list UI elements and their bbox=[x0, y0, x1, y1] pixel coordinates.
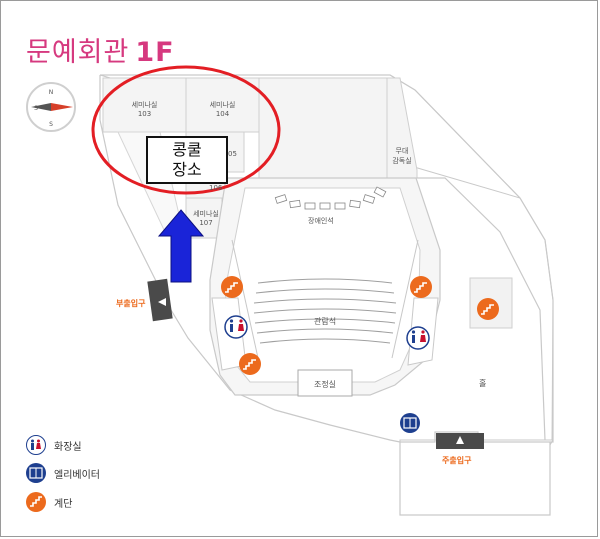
room-103-number: 103 bbox=[137, 110, 152, 118]
svg-text:N: N bbox=[49, 89, 54, 96]
legend-stairs: 계단 bbox=[26, 492, 72, 512]
control-room bbox=[297, 369, 353, 397]
elevator-icon bbox=[26, 463, 46, 483]
elevator-icon bbox=[400, 413, 420, 433]
main-entrance-label: 주출입구 bbox=[442, 456, 472, 465]
callout-line2: 장소 bbox=[172, 160, 202, 179]
hall-label: 홀 bbox=[479, 379, 487, 388]
building-name: 문예회관 bbox=[26, 37, 130, 68]
room-103-name: 세미나실 bbox=[131, 101, 158, 109]
stairs-icon bbox=[410, 276, 432, 298]
stage-supervisor-label: 무대 감독실 bbox=[388, 146, 416, 166]
disabled-seats-area bbox=[274, 186, 387, 210]
room-103-label: 세미나실 103 bbox=[103, 101, 186, 119]
highlight-circle bbox=[91, 65, 281, 195]
svg-text:S: S bbox=[49, 121, 53, 128]
legend-restroom-label: 화장실 bbox=[54, 441, 82, 453]
side-entrance-door bbox=[147, 278, 173, 322]
stairs-icon bbox=[26, 492, 46, 512]
floor-label: 1F bbox=[135, 37, 175, 68]
room-106-label: 106 bbox=[209, 184, 223, 192]
callout-line1: 콩쿨 bbox=[172, 140, 202, 159]
restroom-icon bbox=[26, 435, 46, 455]
legend-stairs-label: 계단 bbox=[54, 498, 73, 510]
room-107-number: 107 bbox=[199, 219, 213, 227]
room-107-name: 세미나실 bbox=[193, 210, 219, 218]
room-104-label: 세미나실 104 bbox=[186, 101, 259, 119]
svg-text:S: S bbox=[34, 105, 38, 112]
room-107-label: 세미나실 107 bbox=[190, 210, 222, 228]
disabled-seats-label: 장애인석 bbox=[308, 217, 334, 225]
stairs-icon bbox=[221, 276, 243, 298]
room-104-name: 세미나실 bbox=[209, 101, 236, 109]
room-105-label: 05 bbox=[228, 150, 237, 158]
stage-supervisor-line2: 감독실 bbox=[392, 157, 412, 165]
legend-elevator: 엘리베이터 bbox=[26, 463, 100, 483]
stairs-icon bbox=[477, 298, 499, 320]
room-104-number: 104 bbox=[215, 110, 230, 118]
legend-elevator-label: 엘리베이터 bbox=[54, 469, 100, 481]
compass-icon: N S S bbox=[26, 82, 76, 132]
competition-location-callout: 콩쿨 장소 bbox=[146, 136, 228, 184]
restroom-icon bbox=[224, 315, 248, 339]
seating-rows bbox=[253, 278, 397, 344]
stairs-icon bbox=[239, 353, 261, 375]
direction-arrow bbox=[157, 209, 205, 283]
stage-supervisor-line1: 무대 bbox=[395, 147, 409, 155]
control-room-label: 조정실 bbox=[313, 380, 337, 389]
auditorium-label: 관람석 bbox=[314, 317, 337, 326]
hall-outline bbox=[417, 177, 546, 441]
side-entrance-label: 부출입구 bbox=[116, 299, 146, 308]
stage-supervisor-room bbox=[386, 77, 418, 179]
restroom-icon bbox=[406, 326, 430, 350]
legend-restroom: 화장실 bbox=[26, 435, 82, 455]
